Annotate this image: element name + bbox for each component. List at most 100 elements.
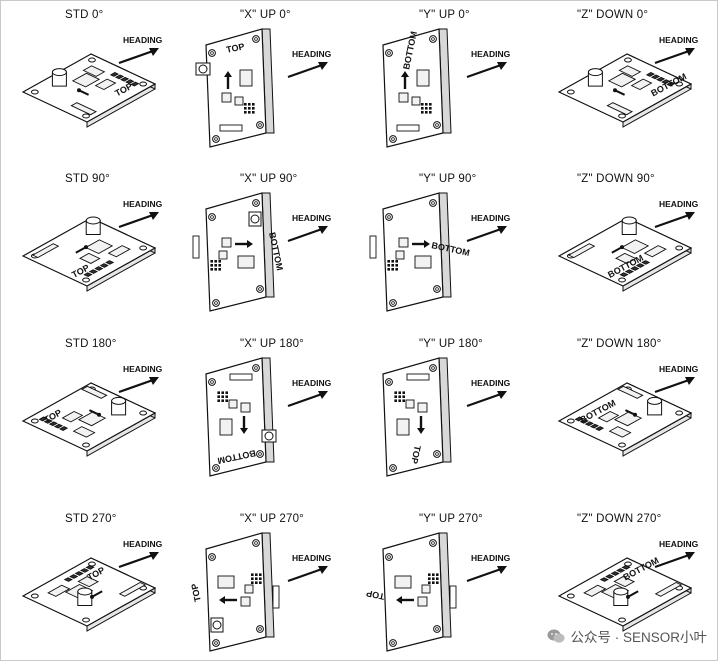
board-flat: BOTTOM: [557, 53, 693, 128]
heading-arrow-icon: [287, 62, 328, 79]
heading-label: HEADING: [659, 539, 699, 549]
sensor-board-drawing: TOP: [21, 216, 157, 292]
pcb-label: TOP: [189, 583, 203, 603]
board-vertical: TOP: [382, 357, 452, 477]
board-flat: TOP: [21, 557, 157, 632]
heading-label: HEADING: [292, 213, 332, 223]
watermark-text: 公众号 · SENSOR小叶: [570, 630, 707, 645]
board-vertical: BOTTOM: [382, 28, 452, 148]
heading-label: HEADING: [471, 49, 511, 59]
heading-label: HEADING: [659, 35, 699, 45]
heading-label: HEADING: [471, 378, 511, 388]
orientation-title: STD 270°: [65, 513, 117, 525]
heading-arrow-icon: [466, 226, 507, 243]
sensor-board-drawing: BOTTOM: [192, 192, 285, 312]
board-vertical: BOTTOM: [369, 192, 471, 312]
heading-arrow-icon: [287, 226, 328, 243]
orientation-cell: "Y" UP 0° BOTTOM HEADING: [363, 9, 541, 171]
sensor-board-drawing: TOP: [21, 382, 157, 457]
orientation-cell: "X" UP 0° TOP HEADING: [184, 9, 362, 171]
orientation-title: "Z" DOWN 180°: [577, 338, 662, 350]
orientation-title: "Y" UP 90°: [419, 173, 477, 185]
heading-arrow-icon: [118, 48, 159, 65]
heading-arrow-icon: [118, 552, 159, 569]
heading-arrow-icon: [654, 212, 695, 229]
orientation-title: "Z" DOWN 270°: [577, 513, 662, 525]
orientation-cell: "Z" DOWN 270° BOTTOM HEADING: [541, 513, 717, 660]
sensor-board-drawing: TOP: [21, 53, 157, 128]
pcb-label: TOP: [409, 445, 423, 465]
orientation-title: "Y" UP 270°: [419, 513, 483, 525]
board-flat: BOTTOM: [557, 382, 693, 457]
heading-arrow-icon: [654, 552, 695, 569]
orientation-cell: "Y" UP 270° TOP HEADING: [363, 513, 541, 660]
board-vertical: TOP: [189, 532, 280, 652]
orientation-title: "Z" DOWN 0°: [577, 9, 649, 21]
board-vertical: BOTTOM: [192, 192, 285, 312]
watermark: 公众号 · SENSOR小叶: [547, 626, 707, 646]
heading-arrow-icon: [466, 62, 507, 79]
heading-arrow-icon: [287, 391, 328, 408]
orientation-title: STD 90°: [65, 173, 110, 185]
orientation-cell: "Z" DOWN 90° BOTTOM HEADING: [541, 173, 717, 335]
heading-arrow-icon: [118, 212, 159, 229]
heading-arrow-icon: [287, 566, 328, 583]
heading-label: HEADING: [292, 553, 332, 563]
heading-label: HEADING: [292, 49, 332, 59]
orientation-title: "Y" UP 180°: [419, 338, 483, 350]
sensor-board-drawing: BOTTOM: [382, 28, 452, 148]
sensor-board-drawing: BOTTOM: [557, 53, 693, 128]
orientation-cell: "Z" DOWN 0° BOTTOM HEADING: [541, 9, 717, 171]
orientation-title: STD 0°: [65, 9, 104, 21]
sensor-board-drawing: TOP: [195, 28, 275, 148]
heading-label: HEADING: [659, 199, 699, 209]
heading-label: HEADING: [471, 213, 511, 223]
board-flat: BOTTOM: [557, 555, 693, 632]
heading-arrow-icon: [466, 566, 507, 583]
wechat-icon: [547, 629, 565, 643]
pcb-label: TOP: [225, 41, 245, 55]
heading-label: HEADING: [123, 35, 163, 45]
orientation-cell: STD 270° TOP HEADING: [5, 513, 183, 660]
board-flat: TOP: [21, 382, 157, 457]
orientation-title: "X" UP 180°: [240, 338, 304, 350]
sensor-board-drawing: TOP: [21, 557, 157, 632]
sensor-board-drawing: BOTTOM: [557, 555, 693, 632]
orientation-cell: "Z" DOWN 180° BOTTOM HEADING: [541, 338, 717, 500]
heading-arrow-icon: [654, 377, 695, 394]
orientation-cell: STD 180° TOP HEADING: [5, 338, 183, 500]
board-flat: TOP: [21, 53, 157, 128]
orientation-title: STD 180°: [65, 338, 117, 350]
orientation-cell: STD 0° TOP HEADING: [5, 9, 183, 171]
heading-label: HEADING: [471, 553, 511, 563]
board-flat: TOP: [21, 216, 157, 292]
orientation-cell: "X" UP 270° TOP HEADING: [184, 513, 362, 660]
board-vertical: BOTTOM: [205, 357, 277, 477]
heading-label: HEADING: [123, 539, 163, 549]
sensor-board-drawing: BOTTOM: [205, 357, 277, 477]
sensor-board-drawing: TOP: [365, 532, 457, 652]
heading-label: HEADING: [659, 364, 699, 374]
orientation-title: "X" UP 0°: [240, 9, 291, 21]
heading-arrow-icon: [466, 391, 507, 408]
sensor-board-drawing: BOTTOM: [557, 216, 693, 292]
sensor-board-drawing: TOP: [189, 532, 280, 652]
sensor-board-drawing: BOTTOM: [557, 382, 693, 457]
sensor-board-drawing: BOTTOM: [369, 192, 471, 312]
heading-label: HEADING: [123, 364, 163, 374]
orientation-cell: STD 90° TOP HEADING: [5, 173, 183, 335]
pcb-label: TOP: [365, 588, 385, 602]
orientation-title: "X" UP 270°: [240, 513, 304, 525]
board-vertical: TOP: [365, 532, 457, 652]
orientation-title: "Z" DOWN 90°: [577, 173, 655, 185]
orientation-title: "Y" UP 0°: [419, 9, 470, 21]
orientation-cell: "X" UP 90° BOTTOM HEADING: [184, 173, 362, 335]
heading-arrow-icon: [118, 377, 159, 394]
heading-label: HEADING: [123, 199, 163, 209]
board-flat: BOTTOM: [557, 216, 693, 292]
orientation-title: "X" UP 90°: [240, 173, 298, 185]
sensor-board-drawing: TOP: [382, 357, 452, 477]
